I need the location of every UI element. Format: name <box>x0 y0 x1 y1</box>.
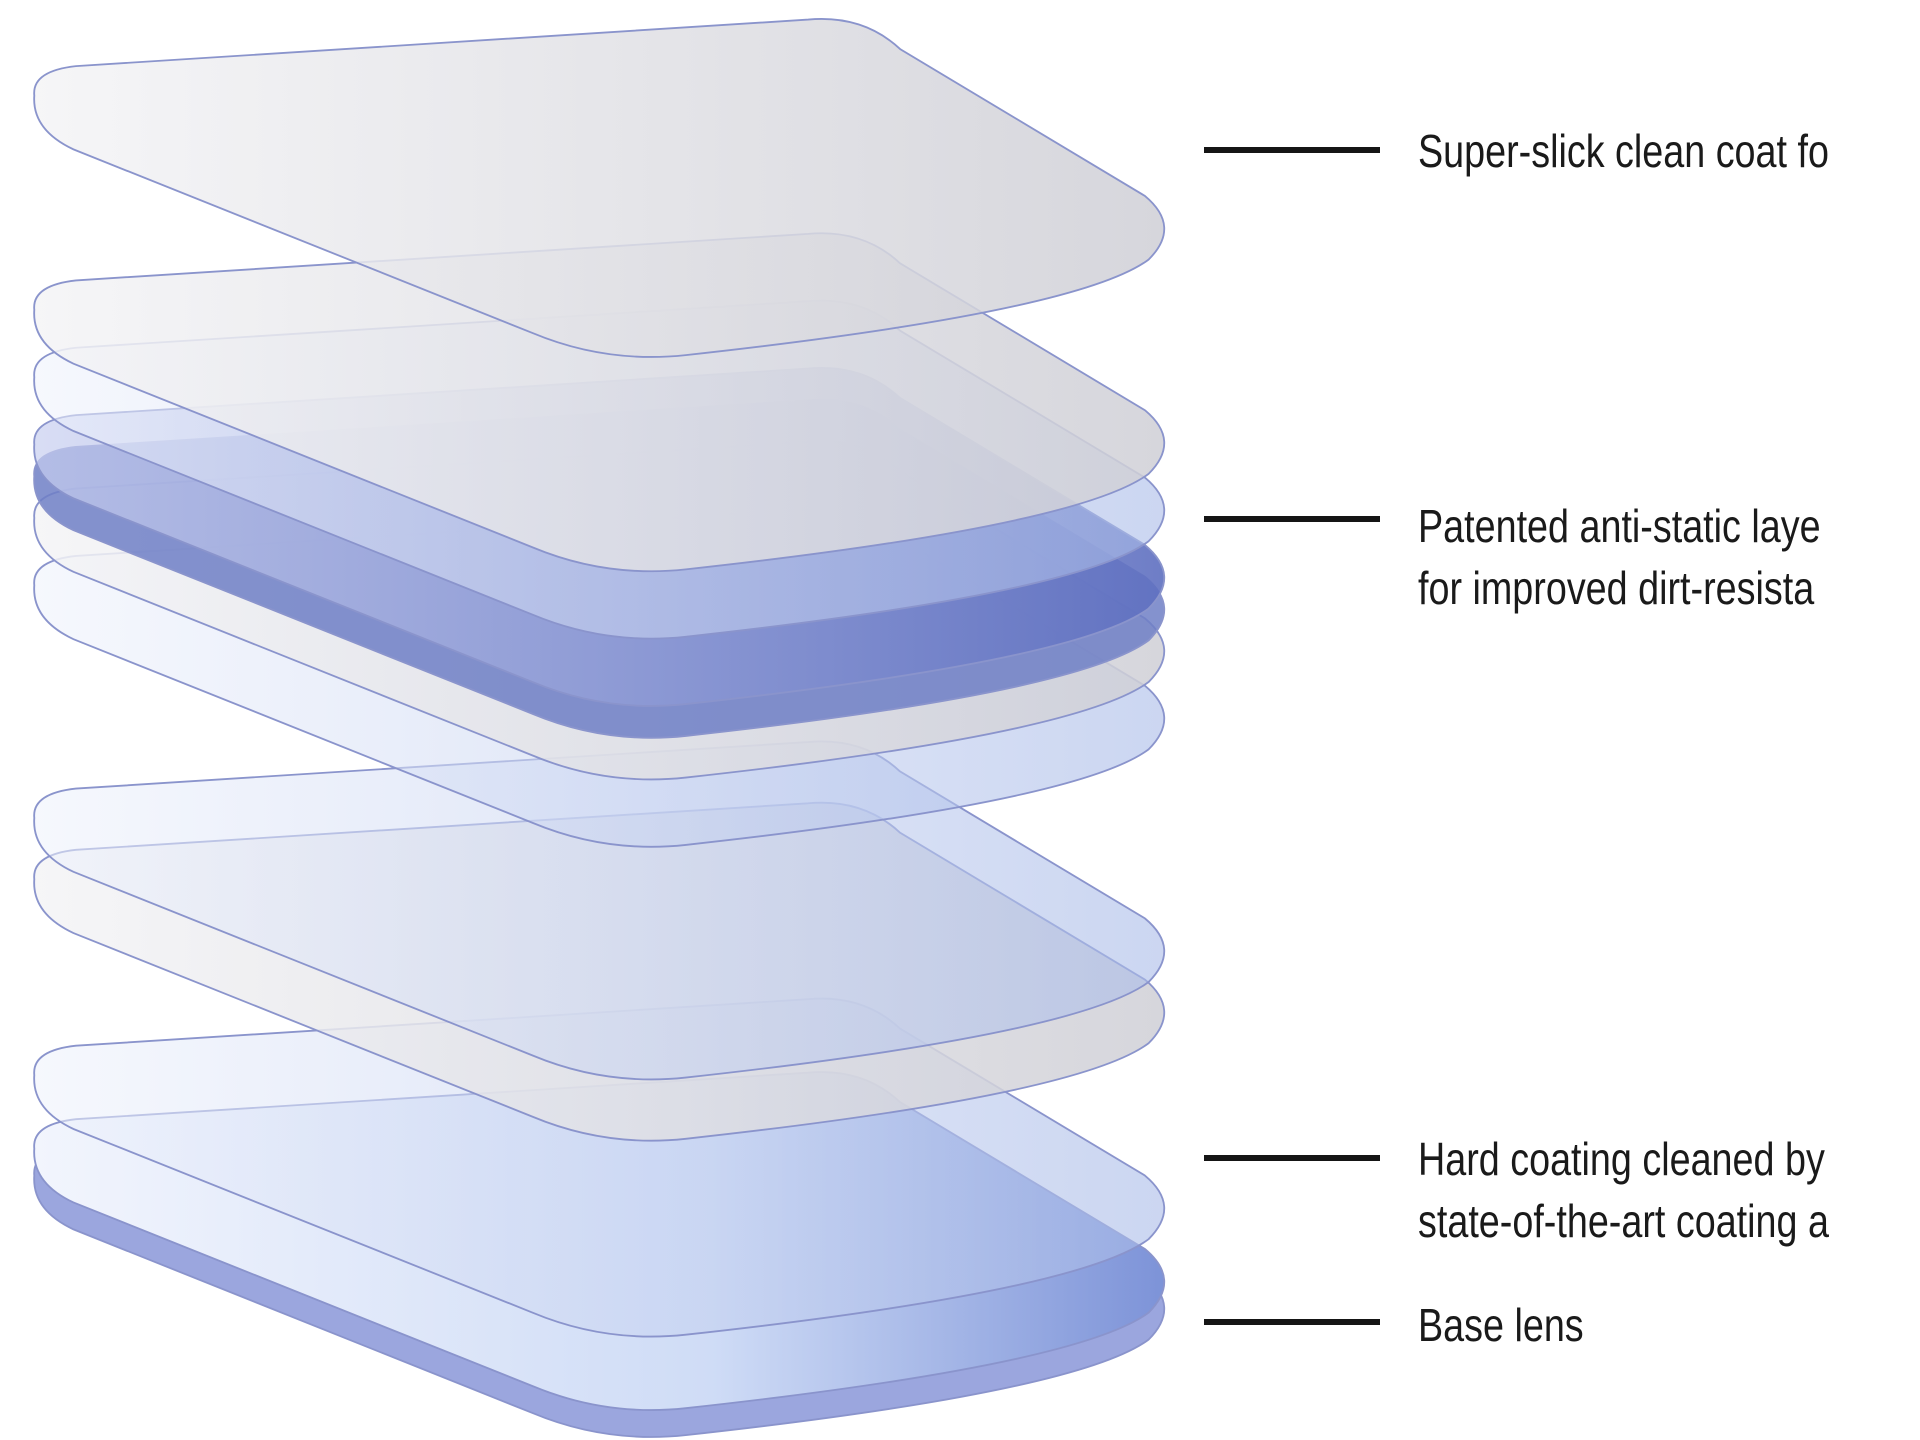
leader-line-clean-coat <box>1204 147 1380 153</box>
leader-line-base-lens <box>1204 1319 1380 1325</box>
label-line: Base lens <box>1418 1299 1584 1351</box>
label-line: Super-slick clean coat fo <box>1418 125 1829 177</box>
label-line: state-of-the-art coating a <box>1418 1195 1829 1247</box>
label-line: Patented anti-static laye <box>1418 500 1821 552</box>
label-line: Hard coating cleaned by <box>1418 1133 1825 1185</box>
label-hard-coating: Hard coating cleaned by state-of-the-art… <box>1418 1128 1829 1252</box>
label-base-lens: Base lens <box>1418 1294 1584 1356</box>
leader-line-anti-static <box>1204 516 1380 522</box>
label-clean-coat: Super-slick clean coat fo <box>1418 120 1829 182</box>
leader-line-hard-coating <box>1204 1155 1380 1161</box>
label-anti-static: Patented anti-static laye for improved d… <box>1418 495 1821 619</box>
label-line: for improved dirt-resista <box>1418 562 1815 614</box>
clean-coat-layer <box>33 18 1166 358</box>
